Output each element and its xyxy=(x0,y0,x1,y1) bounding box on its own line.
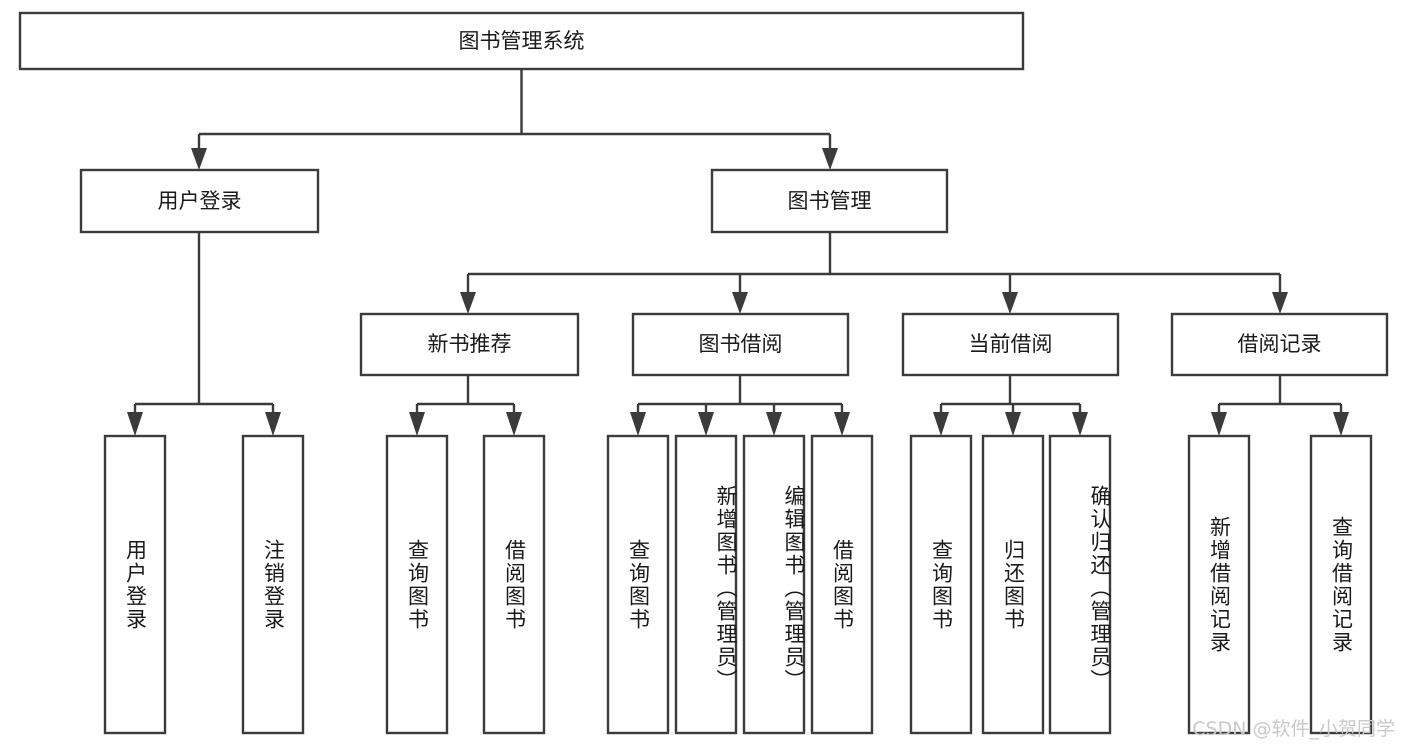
node-new-book-recommend[interactable] xyxy=(359,312,580,377)
leaf-box-bb-borrow-book[interactable] xyxy=(810,434,874,735)
leaf-box-bb-query-book[interactable] xyxy=(606,434,670,735)
leaf-box-cb-confirm-return[interactable] xyxy=(1048,434,1112,735)
leaf-box-bb-edit-book[interactable] xyxy=(742,434,806,735)
arrowhead-nbr-borrow xyxy=(506,412,522,436)
arrowhead-new-book-rec xyxy=(460,292,476,314)
node-book-borrow[interactable] xyxy=(631,312,850,377)
arrowhead-bb-edit xyxy=(766,412,782,436)
node-root-system[interactable] xyxy=(18,11,1025,71)
arrowhead-bb-borrow xyxy=(834,412,850,436)
arrowhead-current-borrow xyxy=(1002,292,1018,314)
connector-group-user-login xyxy=(127,232,281,436)
leaf-box-cb-query-book[interactable] xyxy=(909,434,973,735)
arrowhead-cb-confirm xyxy=(1072,412,1088,436)
node-current-borrow-label: 当前借阅 xyxy=(969,332,1053,356)
node-borrow-record[interactable] xyxy=(1170,312,1389,377)
node-root-system-label: 图书管理系统 xyxy=(459,29,585,53)
connector-group-book-borrow xyxy=(630,375,850,436)
connector-group-borrow-record xyxy=(1211,375,1349,436)
arrowhead-br-query xyxy=(1333,412,1349,436)
arrowhead-nbr-query xyxy=(409,412,425,436)
node-current-borrow[interactable] xyxy=(901,312,1120,377)
leaf-box-nbr-query-book[interactable] xyxy=(385,434,449,735)
arrowhead-book-borrow xyxy=(732,292,748,314)
connector-group-new-book-rec xyxy=(409,375,522,436)
leaf-box-br-add-record[interactable] xyxy=(1187,434,1251,735)
arrowhead-bb-query xyxy=(630,412,646,436)
node-user-login-label: 用户登录 xyxy=(158,189,242,213)
node-new-book-recommend-label: 新书推荐 xyxy=(428,332,512,356)
arrowhead-br-add xyxy=(1211,412,1227,436)
arrowhead-book-manage xyxy=(822,148,838,170)
connector-group-book-manage xyxy=(460,232,1288,314)
leaf-box-user-login[interactable] xyxy=(103,434,167,735)
node-borrow-record-label: 借阅记录 xyxy=(1238,332,1322,356)
arrowhead-leaf-user-logout xyxy=(265,412,281,436)
arrowhead-borrow-record xyxy=(1272,292,1288,314)
arrowhead-cb-query xyxy=(933,412,949,436)
node-book-management[interactable] xyxy=(710,168,949,234)
arrowhead-cb-return xyxy=(1005,412,1021,436)
node-book-borrow-label: 图书借阅 xyxy=(699,332,783,356)
leaf-box-user-logout[interactable] xyxy=(241,434,305,735)
leaf-box-br-query-record[interactable] xyxy=(1309,434,1373,735)
leaf-box-bb-add-book[interactable] xyxy=(674,434,738,735)
arrowhead-user-login xyxy=(191,148,207,170)
arrowhead-leaf-user-login xyxy=(127,412,143,436)
node-book-management-label: 图书管理 xyxy=(788,189,872,213)
leaf-box-nbr-borrow-book[interactable] xyxy=(482,434,546,735)
connector-group-root xyxy=(191,69,838,170)
csdn-watermark: CSDN @软件_小贺同学 xyxy=(1192,718,1395,740)
node-user-login[interactable] xyxy=(79,168,320,234)
leaf-box-cb-return-book[interactable] xyxy=(981,434,1045,735)
connector-group-current-borrow xyxy=(933,375,1088,436)
arrowhead-bb-add xyxy=(698,412,714,436)
